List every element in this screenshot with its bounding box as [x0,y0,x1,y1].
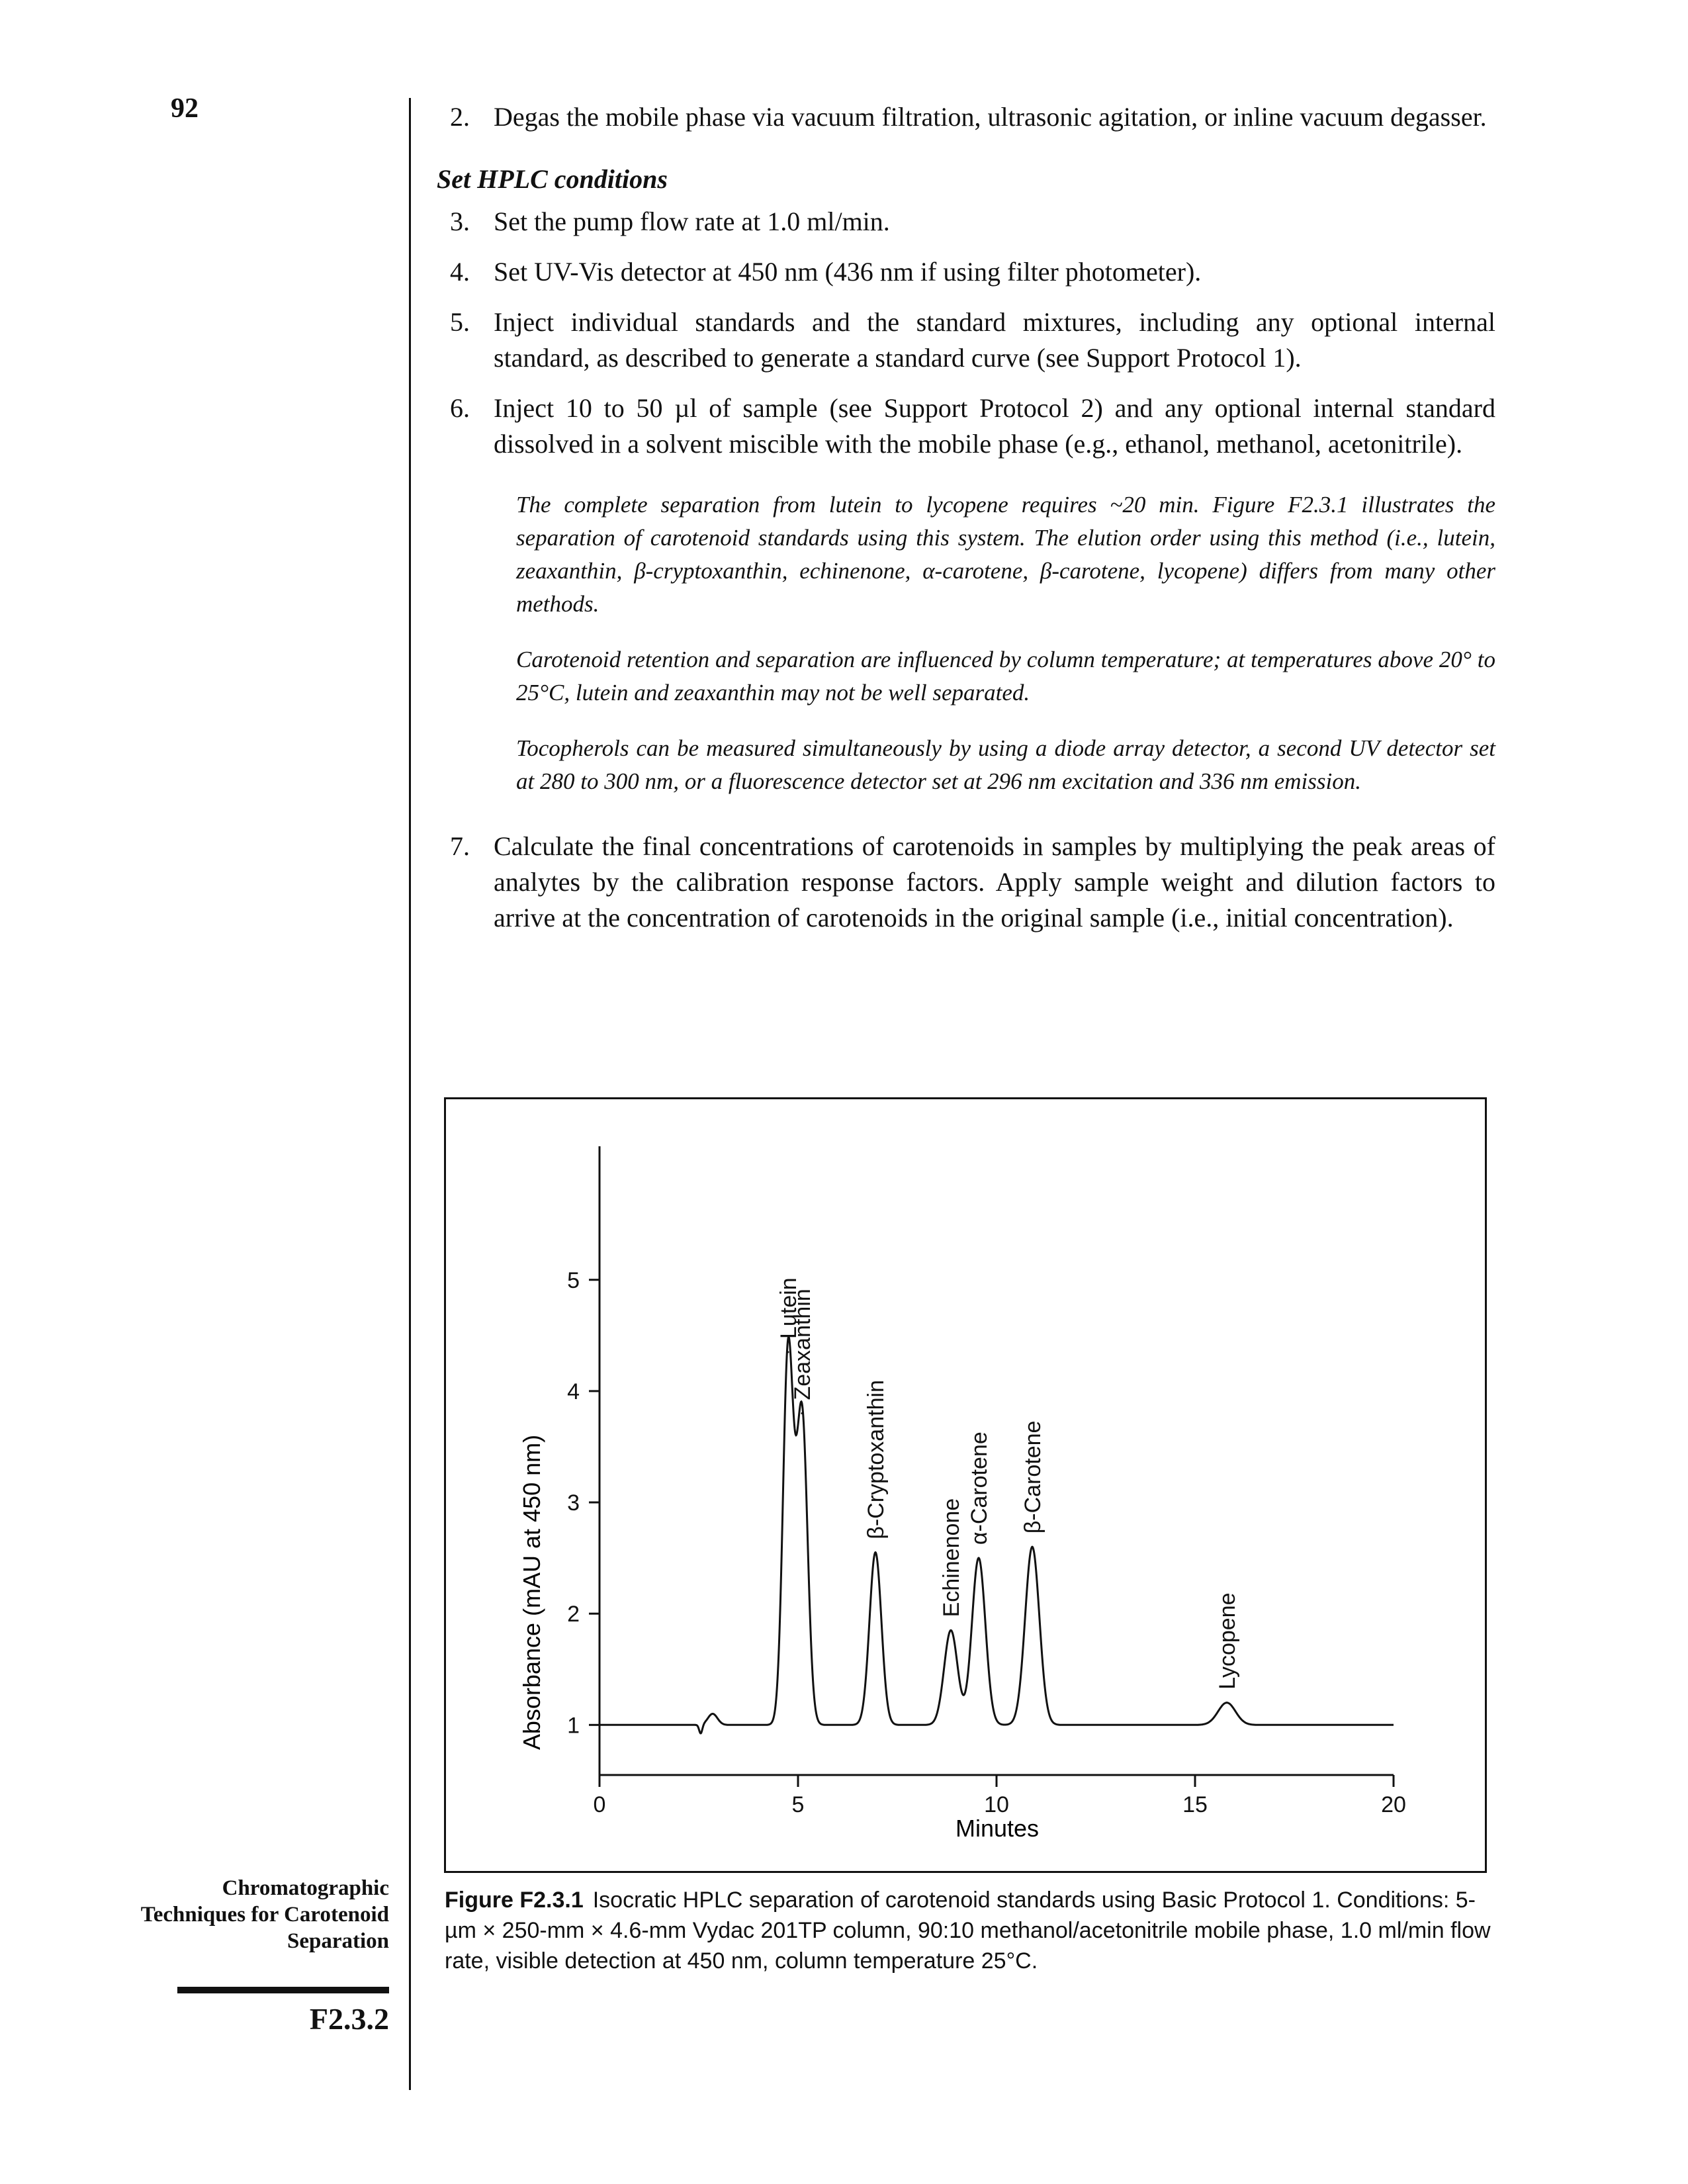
section-title: Chromatographic Techniques for Carotenoi… [140,1876,389,1953]
peak-apex [950,1629,952,1631]
y-tick-label: 3 [567,1490,580,1516]
section-subheading: Set HPLC conditions [437,164,668,194]
sidebar-rule [177,1987,389,1993]
page-number: 92 [171,93,199,124]
step-text: Inject 10 to 50 µl of sample (see Suppor… [494,393,1495,459]
peak-apex [1031,1545,1034,1548]
x-axis-title: Minutes [955,1815,1039,1842]
peak-label: β-Carotene [1020,1421,1045,1534]
annotation-temperature: Carotenoid retention and separation are … [516,647,1495,705]
y-tick-label: 4 [567,1379,580,1404]
step-5: 5. Inject individual standards and the s… [437,304,1495,376]
chromatogram-trace [600,1335,1394,1735]
step-number: 3. [450,206,470,236]
step-4: 4. Set UV-Vis detector at 450 nm (436 nm… [437,254,1495,290]
step-3: 3. Set the pump flow rate at 1.0 ml/min. [437,204,1495,240]
x-tick-label: 0 [594,1792,606,1817]
figure-frame: Absorbance (mAU at 450 nm) Minutes 1 2 3 4 5… [444,1097,1487,1873]
step-number: 7. [450,831,470,861]
peak-label: α-Carotene [967,1432,992,1545]
step-number: 4. [450,257,470,287]
x-tick-label: 20 [1381,1792,1406,1817]
step-text: Set the pump flow rate at 1.0 ml/min. [494,206,890,236]
peak-apex [787,1351,789,1353]
x-tick-label: 10 [984,1792,1009,1817]
step-text: Inject individual standards and the stan… [494,307,1495,373]
y-tick-label: 5 [567,1268,580,1293]
step-2: 2. Degas the mobile phase via vacuum fil… [437,99,1495,135]
column-rule [409,98,411,2090]
peak-label: Lycopene [1215,1593,1240,1690]
step-6: 6. Inject 10 to 50 µl of sample (see Sup… [437,390,1495,462]
step-text: Degas the mobile phase via vacuum filtra… [494,102,1487,132]
chromatogram-chart: Absorbance (mAU at 450 nm) Minutes 1 2 3 4 5… [518,1146,1406,1842]
peak-label: β-Cryptoxanthin [864,1380,889,1539]
main-text: 2. Degas the mobile phase via vacuum fil… [437,99,1495,950]
step-text: Calculate the final concentrations of ca… [494,831,1495,933]
peak-label: Lutein [776,1277,801,1339]
peak-label: Echinenone [939,1498,964,1617]
step-number: 6. [450,393,470,423]
peak-apex [801,1412,803,1415]
peak-apex [874,1551,877,1554]
annotation-separation: The complete separation from lutein to l… [516,492,1495,617]
peak-apex [1225,1702,1228,1704]
step-number: 5. [450,307,470,337]
peak-label: Zeaxanthin [790,1289,815,1400]
section-number: F2.3.2 [309,2002,389,2036]
figure-label: Figure F2.3.1 [445,1888,584,1913]
step-7: 7. Calculate the final concentrations of… [437,829,1495,936]
peak-apex [977,1557,980,1559]
step-text: Set UV-Vis detector at 450 nm (436 nm if… [494,257,1202,287]
y-tick-label: 1 [567,1713,580,1738]
figure-caption-text: Isocratic HPLC separation of carotenoid … [445,1888,1491,1974]
step-number: 2. [450,102,470,132]
x-tick-label: 5 [792,1792,805,1817]
annotation-tocopherols: Tocopherols can be measured simultaneous… [516,735,1495,794]
y-axis-title: Absorbance (mAU at 450 nm) [518,1435,545,1750]
x-tick-label: 15 [1182,1792,1208,1817]
y-tick-label: 2 [567,1602,580,1627]
